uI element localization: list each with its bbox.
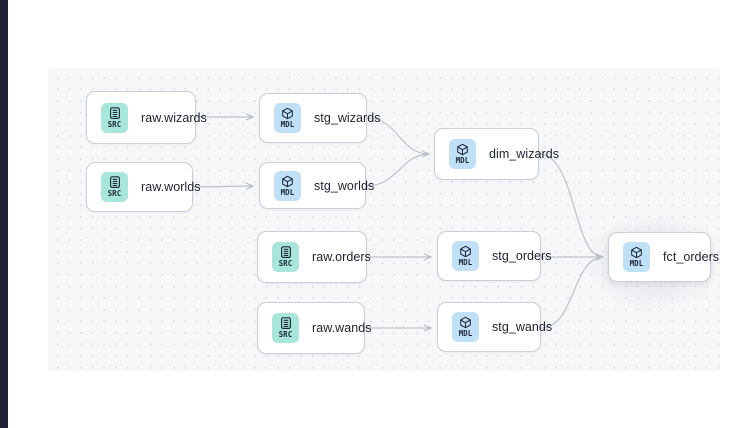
- graph-node-raw-orders[interactable]: SRC raw.orders: [257, 231, 371, 283]
- source-badge-text: SRC: [278, 259, 293, 268]
- cube-icon: [460, 245, 471, 258]
- model-badge: MDL: [452, 312, 479, 342]
- graph-node-stg-worlds[interactable]: MDL stg_worlds: [259, 162, 374, 209]
- source-badge: SRC: [101, 172, 128, 202]
- page-surface: SRC raw.wizards SRC raw.worlds: [8, 0, 742, 428]
- node-label: stg_wizards: [314, 111, 381, 125]
- source-badge-text: SRC: [107, 189, 122, 198]
- cube-icon: [282, 175, 293, 187]
- node-label: raw.wizards: [141, 110, 207, 125]
- model-badge-text: MDL: [455, 156, 470, 165]
- model-badge-text: MDL: [458, 258, 473, 267]
- model-badge: MDL: [623, 242, 650, 272]
- node-label: dim_wizards: [489, 147, 560, 161]
- graph-node-fct-orders[interactable]: MDL fct_orders: [608, 232, 719, 282]
- database-icon: [280, 317, 291, 329]
- node-label: raw.worlds: [141, 180, 201, 194]
- model-badge-text: MDL: [458, 329, 473, 338]
- database-icon: [109, 176, 120, 188]
- lineage-graph-canvas[interactable]: SRC raw.wizards SRC raw.worlds: [48, 68, 720, 371]
- model-badge-text: MDL: [280, 187, 295, 197]
- node-label: fct_orders: [663, 250, 720, 264]
- source-badge-text: SRC: [107, 119, 122, 129]
- graph-node-stg-wizards[interactable]: MDL stg_wizards: [259, 93, 381, 143]
- graph-node-dim-wizards[interactable]: MDL dim_wizards: [434, 128, 559, 180]
- source-badge-text: SRC: [278, 330, 293, 339]
- node-label: stg_orders: [492, 249, 552, 263]
- model-badge: MDL: [274, 170, 301, 201]
- model-badge-text: MDL: [629, 259, 644, 268]
- cube-icon: [460, 316, 471, 329]
- model-badge: MDL: [449, 139, 476, 169]
- cube-icon: [457, 143, 468, 156]
- database-icon: [280, 246, 291, 258]
- node-label: stg_wands: [492, 320, 553, 334]
- node-label: raw.orders: [312, 250, 371, 264]
- source-badge: SRC: [272, 313, 299, 343]
- edge-stg-worlds-dim-wizards: [365, 153, 430, 187]
- source-badge: SRC: [101, 102, 128, 133]
- app-left-rail: [0, 0, 8, 428]
- graph-node-stg-orders[interactable]: MDL stg_orders: [437, 231, 552, 281]
- cube-icon: [631, 246, 642, 259]
- model-badge: MDL: [452, 241, 479, 271]
- model-badge: MDL: [274, 103, 301, 133]
- source-badge: SRC: [272, 242, 299, 272]
- graph-node-stg-wands[interactable]: MDL stg_wands: [437, 302, 552, 352]
- graph-node-raw-wizards[interactable]: SRC raw.wizards: [86, 91, 207, 144]
- model-badge-text: MDL: [280, 120, 295, 129]
- database-icon: [109, 106, 120, 119]
- cube-icon: [282, 107, 293, 120]
- graph-node-raw-wands[interactable]: SRC raw.wands: [257, 302, 371, 354]
- node-label: raw.wands: [312, 321, 372, 335]
- graph-node-raw-worlds[interactable]: SRC raw.worlds: [86, 162, 200, 212]
- node-label: stg_worlds: [314, 178, 375, 193]
- edge-raw-worlds-stg-worlds: [192, 186, 253, 187]
